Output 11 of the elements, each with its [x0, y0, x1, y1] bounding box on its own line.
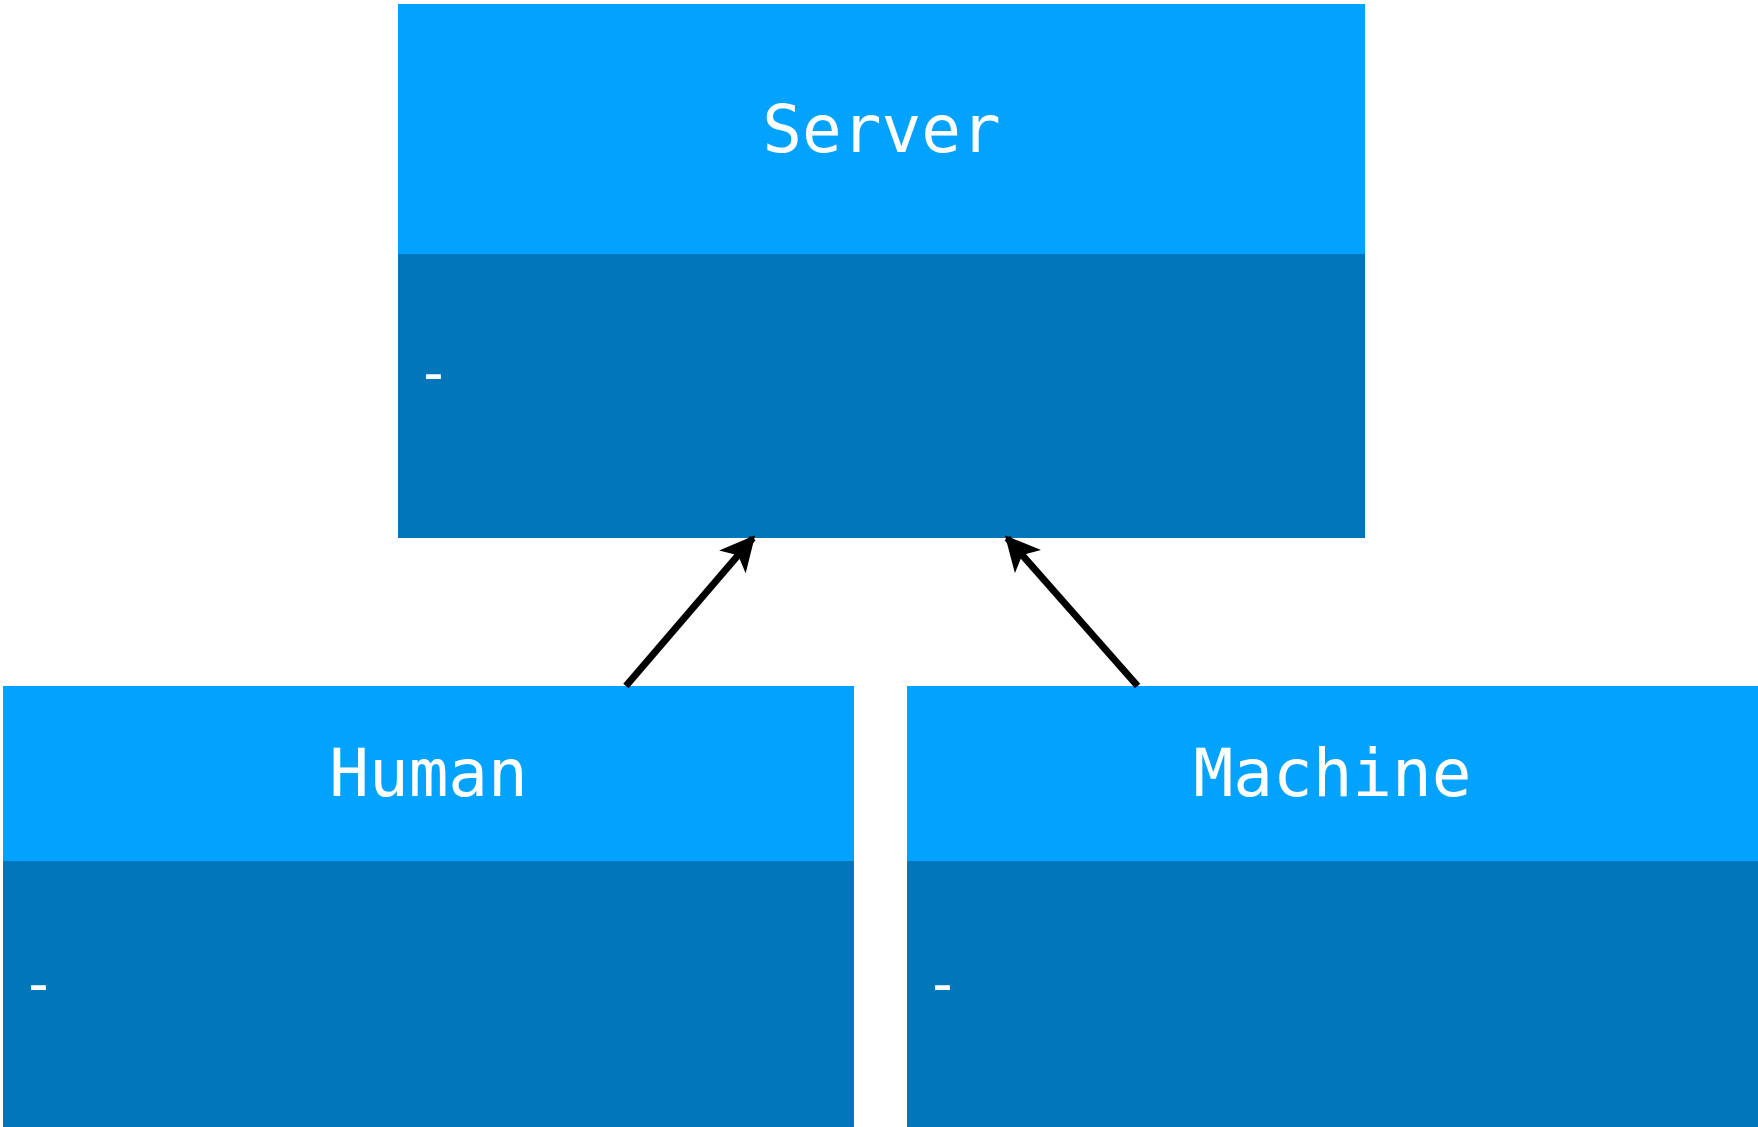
arrow	[623, 535, 756, 689]
arrow	[1004, 535, 1141, 689]
class-name: Human	[329, 735, 528, 812]
class-box	[398, 4, 1365, 538]
class-box	[907, 686, 1758, 1127]
member-text: -	[21, 955, 56, 1013]
member-text: -	[925, 955, 960, 1013]
class-box	[3, 686, 854, 1127]
class-name: Server	[762, 90, 1001, 168]
class-name: Machine	[1193, 735, 1472, 812]
member-text: -	[416, 344, 451, 402]
